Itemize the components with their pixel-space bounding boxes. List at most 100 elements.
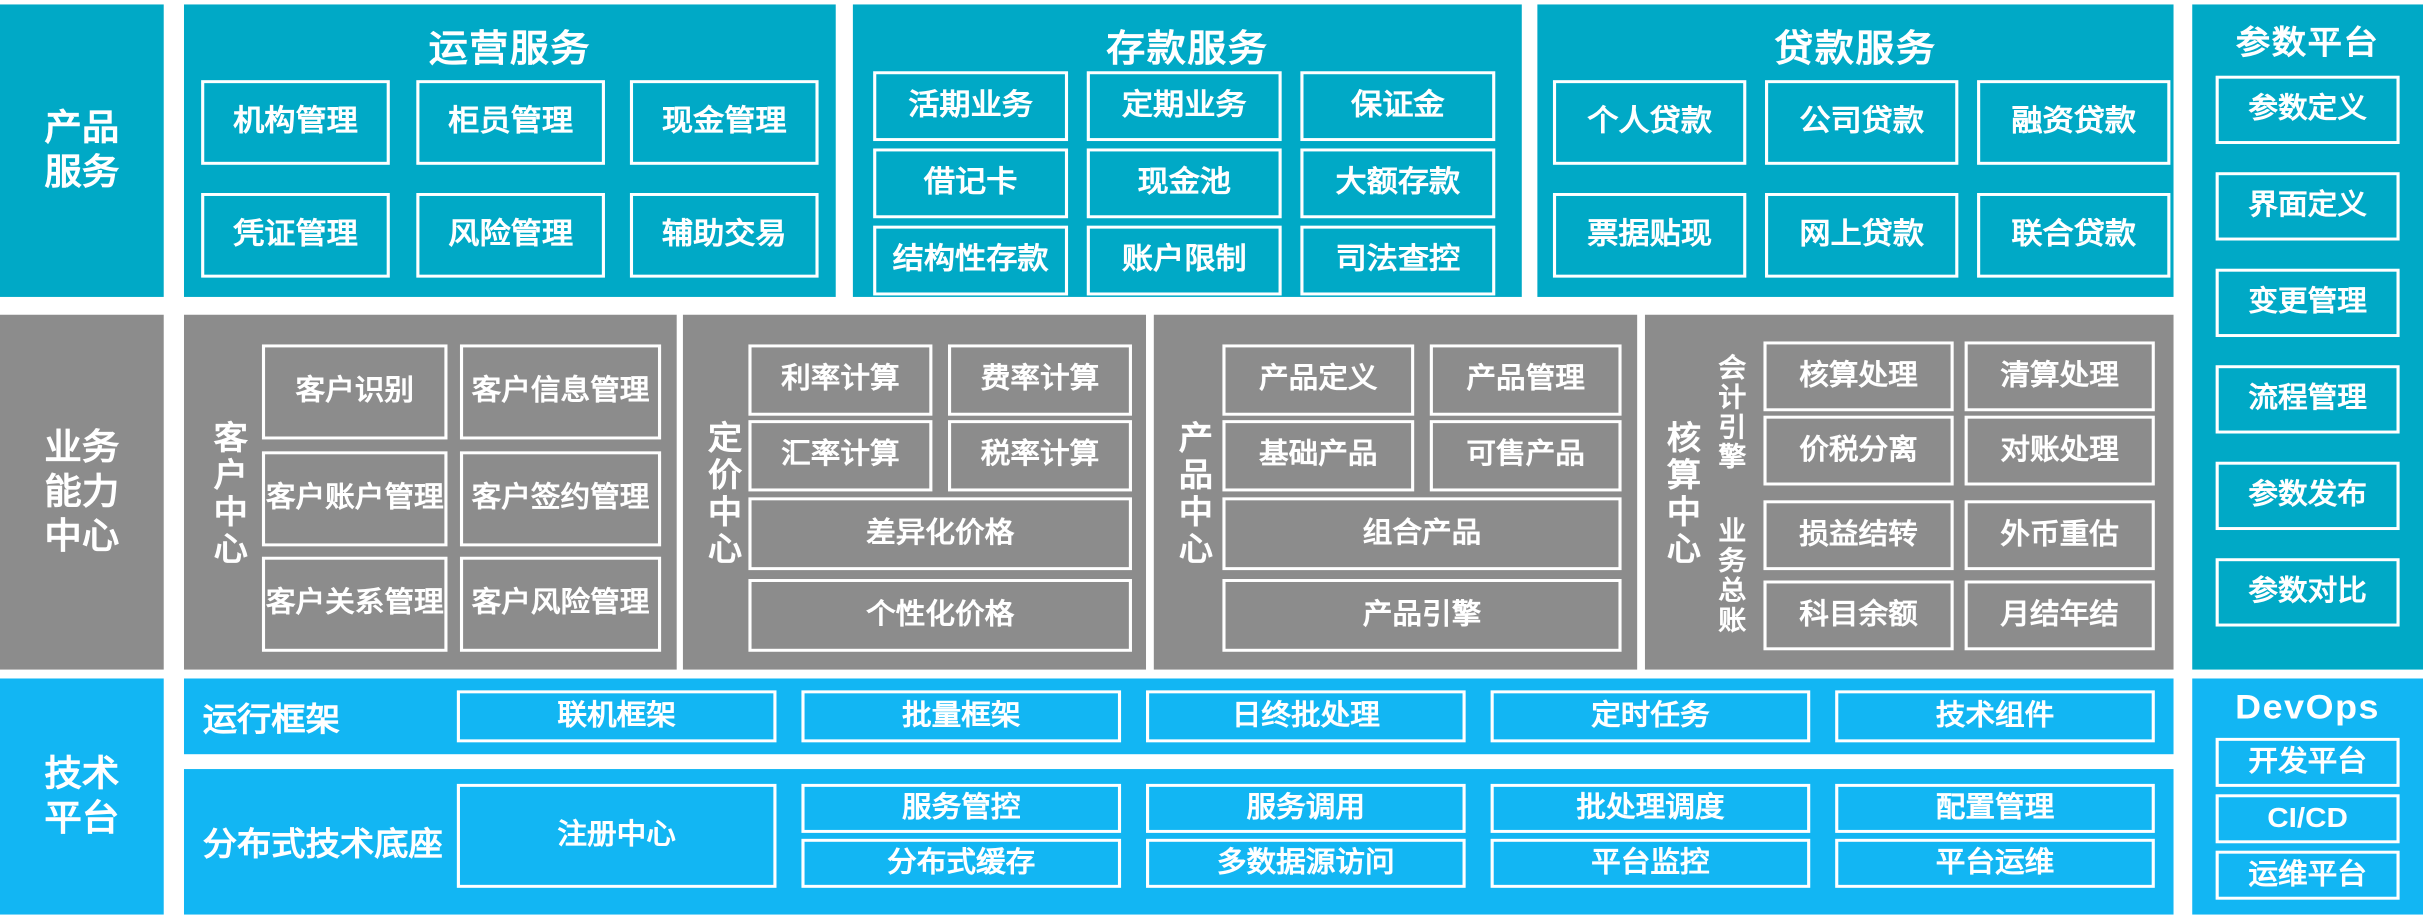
tile-pricing-5[interactable]: 差异化价格 — [748, 497, 1132, 571]
tile-accounting-7[interactable]: 科目余额 — [1763, 580, 1954, 651]
tile-deposit-4[interactable]: 借记卡 — [873, 148, 1069, 219]
layer-rail-tech-platform: 技术 平台 — [0, 678, 164, 915]
center-customer: 客户中心 客户识别 客户信息管理 客户账户管理 客户签约管理 客户关系管理 客户… — [183, 314, 677, 670]
tile-operation-5[interactable]: 风险管理 — [416, 193, 605, 278]
tech-row-runtime-framework: 运行框架 联机框架 批量框架 日终批处理 定时任务 技术组件 — [183, 678, 2174, 755]
tile-accounting-3[interactable]: 价税分离 — [1763, 415, 1954, 486]
center-label-accounting: 核算中心 — [1662, 420, 1702, 569]
tile-loan-6[interactable]: 联合贷款 — [1977, 193, 2171, 278]
tile-param-6[interactable]: 参数对比 — [2215, 558, 2400, 627]
group-loan-service: 贷款服务 个人贷款 公司贷款 融资贷款 票据贴现 网上贷款 联合贷款 — [1537, 4, 2174, 297]
tile-deposit-1[interactable]: 活期业务 — [873, 71, 1069, 142]
group-title-loan-service: 贷款服务 — [1774, 28, 1937, 70]
tile-customer-6[interactable]: 客户风险管理 — [459, 556, 662, 652]
tile-operation-3[interactable]: 现金管理 — [629, 80, 819, 165]
tile-operation-1[interactable]: 机构管理 — [201, 80, 390, 165]
layer-rail-label-business-capability: 业务 能力 中心 — [44, 426, 120, 557]
tile-dist-top-4[interactable]: 配置管理 — [1835, 783, 2155, 833]
tile-dist-bottom-4[interactable]: 平台运维 — [1835, 838, 2155, 888]
tile-product-2[interactable]: 产品管理 — [1429, 344, 1622, 416]
center-sublabel-business-ledger: 业务总账 — [1715, 516, 1747, 636]
tile-operation-2[interactable]: 柜员管理 — [416, 80, 605, 165]
tile-customer-4[interactable]: 客户签约管理 — [459, 451, 662, 547]
tile-param-1[interactable]: 参数定义 — [2215, 75, 2400, 145]
tile-accounting-1[interactable]: 核算处理 — [1763, 341, 1954, 412]
tile-loan-1[interactable]: 个人贷款 — [1552, 80, 1747, 165]
tile-param-2[interactable]: 界面定义 — [2215, 172, 2400, 241]
panel-title-param-platform: 参数平台 — [2235, 23, 2380, 61]
tile-registry-center[interactable]: 注册中心 — [456, 783, 777, 888]
tile-pricing-4[interactable]: 税率计算 — [947, 420, 1132, 492]
tile-devops-1[interactable]: 开发平台 — [2215, 737, 2400, 787]
tile-accounting-2[interactable]: 清算处理 — [1964, 341, 2155, 412]
layer-rail-label-tech-platform: 技术 平台 — [44, 753, 120, 839]
group-deposit-service: 存款服务 活期业务 定期业务 保证金 借记卡 现金池 大额存款 结构性存款 账户… — [852, 4, 1522, 297]
tile-customer-5[interactable]: 客户关系管理 — [261, 556, 448, 652]
tile-accounting-4[interactable]: 对账处理 — [1964, 415, 2155, 486]
tile-dist-bottom-3[interactable]: 平台监控 — [1490, 838, 1811, 888]
panel-param-platform: 参数平台 参数定义 界面定义 变更管理 流程管理 参数发布 参数对比 — [2192, 4, 2423, 670]
tile-runtime-3[interactable]: 日终批处理 — [1146, 690, 1466, 743]
tile-deposit-7[interactable]: 结构性存款 — [873, 225, 1069, 296]
layer-rail-product-service: 产品 服务 — [0, 4, 164, 297]
tile-pricing-2[interactable]: 费率计算 — [947, 344, 1132, 416]
tile-runtime-4[interactable]: 定时任务 — [1490, 690, 1811, 743]
tile-deposit-5[interactable]: 现金池 — [1086, 148, 1282, 219]
tile-dist-bottom-1[interactable]: 分布式缓存 — [801, 838, 1122, 888]
tech-row-label-runtime-framework: 运行框架 — [202, 700, 340, 738]
center-label-customer: 客户中心 — [208, 419, 248, 568]
group-title-deposit-service: 存款服务 — [1106, 28, 1269, 70]
center-product: 产品中心 产品定义 产品管理 基础产品 可售产品 组合产品 产品引擎 — [1153, 314, 1638, 670]
tile-product-6[interactable]: 产品引擎 — [1222, 579, 1622, 652]
group-title-operation-service: 运营服务 — [428, 28, 591, 70]
tile-product-4[interactable]: 可售产品 — [1429, 420, 1622, 492]
center-label-pricing: 定价中心 — [703, 420, 743, 569]
tile-dist-top-2[interactable]: 服务调用 — [1146, 783, 1466, 833]
tile-runtime-2[interactable]: 批量框架 — [801, 690, 1122, 743]
tile-pricing-6[interactable]: 个性化价格 — [748, 579, 1132, 652]
tile-loan-3[interactable]: 融资贷款 — [1977, 80, 2171, 165]
center-sublabel-accounting-engine: 会计引擎 — [1715, 353, 1747, 473]
tile-devops-3[interactable]: 运维平台 — [2215, 850, 2400, 900]
tile-customer-3[interactable]: 客户账户管理 — [261, 451, 448, 547]
tile-customer-2[interactable]: 客户信息管理 — [459, 344, 662, 440]
tile-runtime-5[interactable]: 技术组件 — [1835, 690, 2155, 743]
layer-rail-business-capability: 业务 能力 中心 — [0, 314, 164, 670]
center-accounting: 核算中心 会计引擎 业务总账 核算处理 清算处理 价税分离 对账处理 损益结转 … — [1644, 314, 2174, 670]
tile-param-5[interactable]: 参数发布 — [2215, 461, 2400, 531]
tile-loan-5[interactable]: 网上贷款 — [1765, 193, 1959, 278]
tile-accounting-8[interactable]: 月结年结 — [1964, 580, 2155, 651]
tile-param-4[interactable]: 流程管理 — [2215, 365, 2400, 434]
tile-operation-6[interactable]: 辅助交易 — [629, 193, 819, 278]
tile-dist-top-3[interactable]: 批处理调度 — [1490, 783, 1811, 833]
tile-devops-2[interactable]: CI/CD — [2215, 794, 2400, 844]
tile-param-3[interactable]: 变更管理 — [2215, 268, 2400, 338]
tile-accounting-5[interactable]: 损益结转 — [1763, 500, 1954, 571]
tile-dist-top-1[interactable]: 服务管控 — [801, 783, 1122, 833]
tile-pricing-1[interactable]: 利率计算 — [748, 344, 933, 416]
center-pricing: 定价中心 利率计算 费率计算 汇率计算 税率计算 差异化价格 个性化价格 — [682, 314, 1147, 670]
tile-deposit-3[interactable]: 保证金 — [1300, 71, 1496, 142]
panel-title-devops: DevOps — [2235, 687, 2381, 726]
tile-loan-2[interactable]: 公司贷款 — [1765, 80, 1959, 165]
tech-row-label-distributed-base: 分布式技术底座 — [202, 825, 443, 863]
tile-dist-bottom-2[interactable]: 多数据源访问 — [1146, 838, 1466, 888]
tile-deposit-8[interactable]: 账户限制 — [1086, 225, 1282, 296]
tile-product-1[interactable]: 产品定义 — [1222, 344, 1415, 416]
tile-deposit-9[interactable]: 司法查控 — [1300, 225, 1496, 296]
tile-pricing-3[interactable]: 汇率计算 — [748, 420, 933, 492]
tile-product-3[interactable]: 基础产品 — [1222, 420, 1415, 492]
tile-loan-4[interactable]: 票据贴现 — [1552, 193, 1747, 278]
tile-product-5[interactable]: 组合产品 — [1222, 497, 1622, 571]
tile-accounting-6[interactable]: 外币重估 — [1964, 500, 2155, 571]
layer-rail-label-product-service: 产品 服务 — [44, 107, 120, 193]
tile-operation-4[interactable]: 凭证管理 — [201, 193, 390, 278]
tech-row-distributed-base: 分布式技术底座 注册中心 服务管控 服务调用 批处理调度 配置管理 分布式缓存 … — [183, 769, 2174, 915]
group-operation-service: 运营服务 机构管理 柜员管理 现金管理 凭证管理 风险管理 辅助交易 — [183, 4, 836, 297]
center-label-product: 产品中心 — [1174, 420, 1214, 569]
tile-deposit-6[interactable]: 大额存款 — [1300, 148, 1496, 219]
tile-deposit-2[interactable]: 定期业务 — [1086, 71, 1282, 142]
tile-customer-1[interactable]: 客户识别 — [261, 344, 448, 440]
tile-runtime-1[interactable]: 联机框架 — [456, 690, 777, 743]
